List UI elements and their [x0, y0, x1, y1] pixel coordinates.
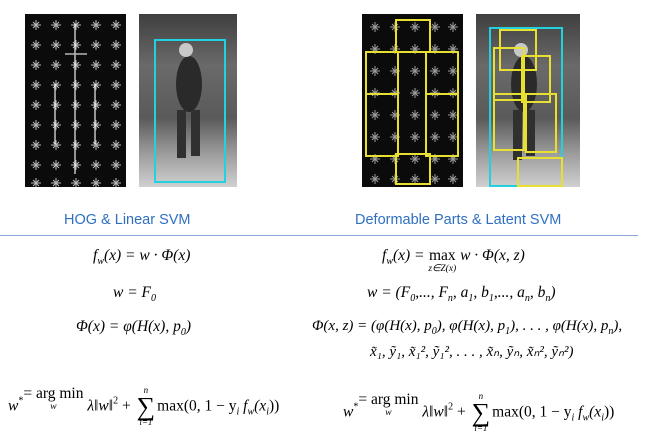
latent-feature-eq: Φ(x, z) = (φ(H(x), p0), φ(H(x), p1), . .…: [312, 318, 623, 337]
pedestrian-photo-latent: [476, 14, 580, 187]
pedestrian-figure: [154, 39, 226, 183]
hog-glyph-pattern: [30, 20, 122, 187]
pedestrian-figure-parts: [489, 27, 563, 187]
pedestrian-photo-linear: [139, 14, 237, 187]
root-detection-box: [154, 39, 226, 183]
latent-weights-eq: w = (F0,..., Fn, a1, b1,..., an, bn): [367, 284, 556, 304]
part-filter-boxes: [365, 19, 459, 185]
linear-score-eq: fw(x) = w · Φ(x): [93, 247, 191, 267]
divider-line: [0, 235, 638, 236]
part-filters-image: [362, 14, 463, 187]
linear-feature-eq: Φ(x) = φ(H(x), p0): [76, 318, 192, 338]
hog-template-image: [25, 14, 126, 187]
linear-weights-eq: w = F0: [113, 284, 157, 304]
left-heading: HOG & Linear SVM: [64, 212, 191, 228]
part-detection-boxes: [493, 29, 563, 187]
right-heading: Deformable Parts & Latent SVM: [355, 212, 562, 228]
latent-feature-eq-line2: x̃₁, ỹ₁, x̃₁², ỹ₁², . . . , x̃ₙ, ỹₙ, x̃ₙ…: [370, 344, 574, 360]
